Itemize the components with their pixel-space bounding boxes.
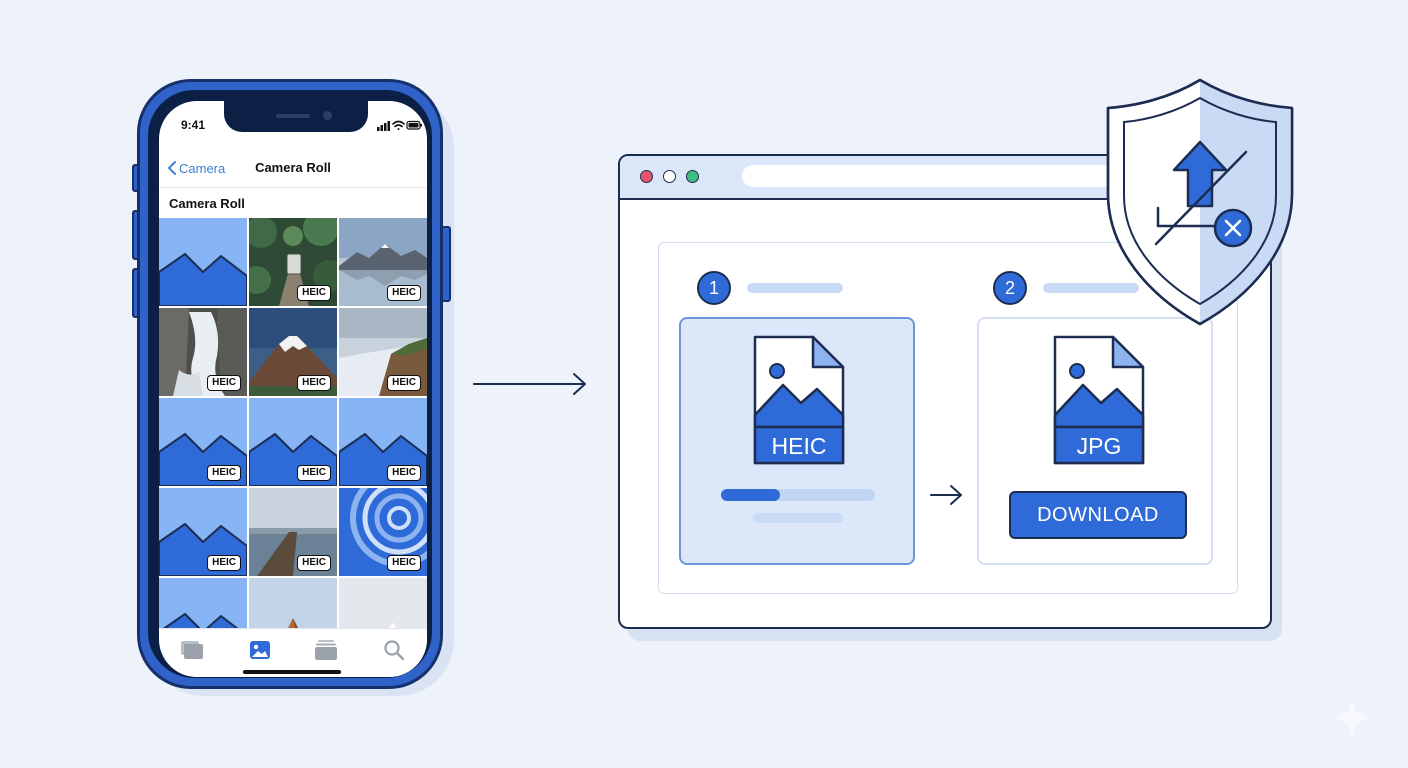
heic-badge: HEIC bbox=[207, 465, 241, 481]
status-time: 9:41 bbox=[181, 118, 206, 132]
step-2-placeholder-text bbox=[1043, 283, 1139, 293]
jpg-file-icon: JPG bbox=[1053, 335, 1145, 465]
photo-thumbnail[interactable]: HEIC bbox=[159, 398, 247, 486]
heic-badge: HEIC bbox=[297, 285, 331, 301]
progress-fill bbox=[721, 489, 780, 501]
close-window-dot[interactable] bbox=[640, 170, 653, 183]
photo-cliff bbox=[339, 308, 427, 396]
status-icons bbox=[377, 120, 422, 131]
photo-thumbnail[interactable]: HEIC bbox=[249, 398, 337, 486]
upload-icon bbox=[1154, 140, 1248, 246]
heic-file-icon: HEIC bbox=[753, 335, 845, 465]
heic-badge: HEIC bbox=[207, 375, 241, 391]
photo-thumbnail[interactable]: HEIC bbox=[249, 218, 337, 306]
step-2-circle: 2 bbox=[993, 271, 1027, 305]
photo-thumbnail[interactable]: HEIC bbox=[159, 488, 247, 576]
heic-badge: HEIC bbox=[297, 465, 331, 481]
photos-icon[interactable] bbox=[248, 639, 272, 661]
notch bbox=[224, 101, 368, 132]
progress-caption-placeholder bbox=[753, 513, 843, 523]
photo-thumbnail[interactable]: HEIC bbox=[339, 488, 427, 576]
wifi-icon bbox=[392, 120, 405, 130]
section-title: Camera Roll bbox=[169, 196, 245, 211]
heic-badge: HEIC bbox=[297, 375, 331, 391]
signal-icon bbox=[377, 121, 390, 131]
progress-bar bbox=[721, 489, 875, 501]
photo-lake bbox=[339, 218, 427, 306]
heic-badge: HEIC bbox=[387, 285, 421, 301]
photo-forest bbox=[249, 218, 337, 306]
phone-bezel: 9:41 bbox=[148, 90, 432, 678]
photo-grid: HEIC HEIC HEIC HEIC HEIC HEIC HEIC HEIC HEIC HEIC… bbox=[159, 218, 427, 666]
chevron-left-icon bbox=[168, 161, 176, 175]
phone-screen: 9:41 bbox=[159, 101, 427, 677]
shield-icon bbox=[1106, 78, 1294, 326]
photo-placeholder bbox=[159, 218, 247, 306]
result-card: JPG DOWNLOAD bbox=[977, 317, 1213, 565]
heic-badge: HEIC bbox=[387, 375, 421, 391]
upload-card[interactable]: HEIC bbox=[679, 317, 915, 565]
converter-panel: 1 2 HEIC bbox=[658, 242, 1238, 594]
photo-placeholder bbox=[159, 398, 247, 486]
back-button[interactable]: Camera bbox=[167, 160, 225, 176]
arrow-right-icon bbox=[930, 485, 962, 505]
photo-thumbnail[interactable]: HEIC bbox=[249, 488, 337, 576]
sparkle-icon bbox=[1334, 700, 1370, 736]
battery-icon bbox=[406, 120, 422, 130]
tab-bar bbox=[159, 628, 427, 677]
photo-thumbnail[interactable]: HEIC bbox=[249, 308, 337, 396]
photo-thumbnail[interactable] bbox=[159, 218, 247, 306]
heic-badge: HEIC bbox=[207, 555, 241, 571]
photo-thumbnail[interactable]: HEIC bbox=[339, 218, 427, 306]
photo-thumbnail[interactable]: HEIC bbox=[339, 398, 427, 486]
download-button[interactable]: DOWNLOAD bbox=[1009, 491, 1187, 539]
back-label: Camera bbox=[179, 160, 226, 176]
nav-title: Camera Roll bbox=[255, 160, 331, 175]
arrow-right-icon bbox=[472, 370, 590, 398]
heic-badge: HEIC bbox=[387, 555, 421, 571]
photo-thumbnail[interactable]: HEIC bbox=[159, 308, 247, 396]
photo-thumbnail[interactable]: HEIC bbox=[339, 308, 427, 396]
minimize-window-dot[interactable] bbox=[663, 170, 676, 183]
front-camera bbox=[323, 111, 332, 120]
home-indicator bbox=[243, 670, 341, 674]
maximize-window-dot[interactable] bbox=[686, 170, 699, 183]
speaker bbox=[276, 114, 310, 118]
nav-bar: Camera Camera Roll bbox=[159, 147, 427, 188]
photo-ripples bbox=[339, 488, 427, 576]
close-icon bbox=[1213, 208, 1253, 248]
phone: 9:41 bbox=[137, 79, 443, 689]
step-1-placeholder-text bbox=[747, 283, 843, 293]
search-icon[interactable] bbox=[382, 639, 406, 661]
library-icon[interactable] bbox=[180, 639, 204, 661]
heic-file-label: HEIC bbox=[772, 433, 827, 459]
address-bar[interactable] bbox=[742, 165, 1162, 187]
heic-badge: HEIC bbox=[297, 555, 331, 571]
step-1-circle: 1 bbox=[697, 271, 731, 305]
jpg-file-label: JPG bbox=[1077, 433, 1122, 459]
heic-badge: HEIC bbox=[387, 465, 421, 481]
albums-icon[interactable] bbox=[314, 639, 338, 661]
